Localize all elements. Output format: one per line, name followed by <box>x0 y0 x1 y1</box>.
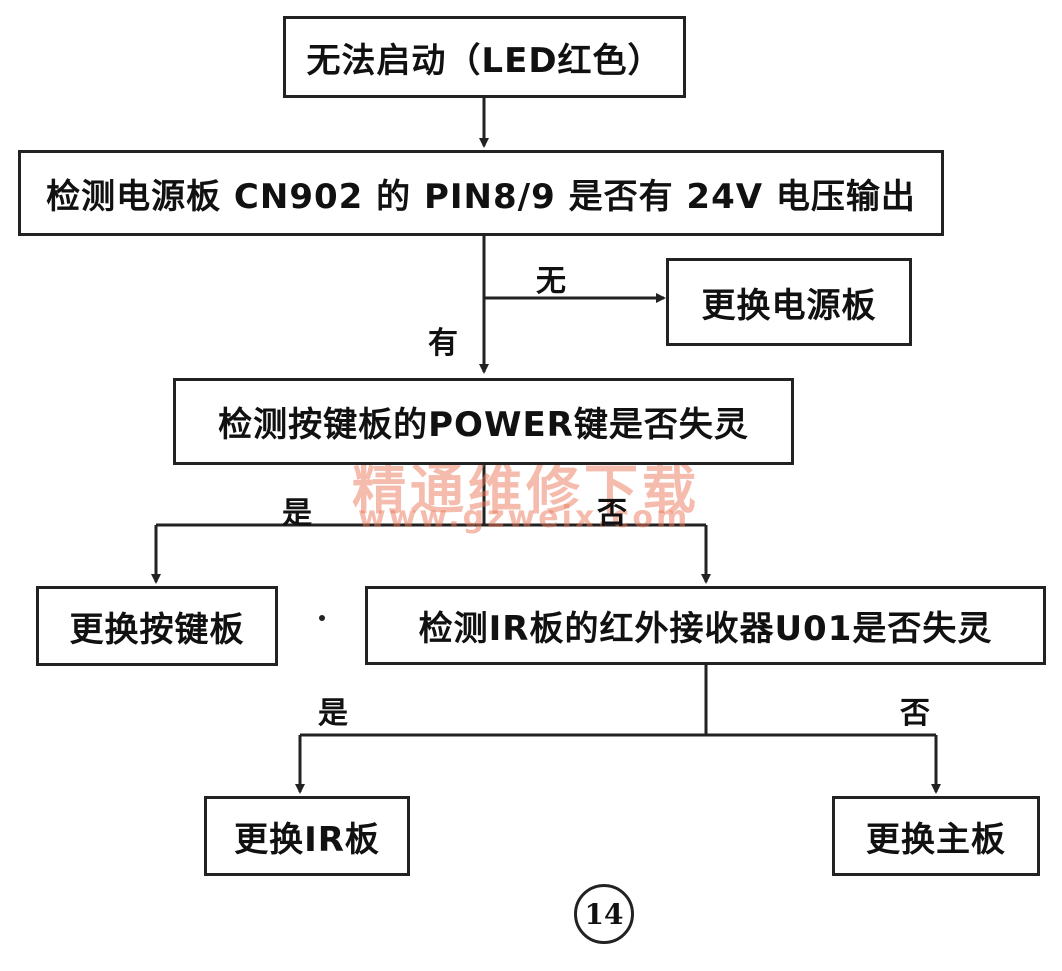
node-check-power-label: 检测电源板 CN902 的 PIN8/9 是否有 24V 电压输出 <box>46 176 916 217</box>
node-replace-power: 更换电源板 <box>666 258 912 346</box>
label-key-no: 否 <box>597 496 627 531</box>
node-check-key: 检测按键板的POWER键是否失灵 <box>173 378 794 465</box>
node-check-key-label: 检测按键板的POWER键是否失灵 <box>218 405 749 445</box>
figure-number: 14 <box>574 884 634 944</box>
label-ir-no: 否 <box>900 696 930 731</box>
figure-number-text: 14 <box>584 897 624 931</box>
label-ir-yes: 是 <box>318 696 348 731</box>
node-check-ir: 检测IR板的红外接收器U01是否失灵 <box>365 586 1046 665</box>
node-replace-ir-label: 更换IR板 <box>234 819 380 860</box>
node-replace-main: 更换主板 <box>832 796 1040 876</box>
label-power-yes: 有 <box>428 326 458 361</box>
node-replace-key: 更换按键板 <box>36 586 278 666</box>
node-replace-main-label: 更换主板 <box>866 819 1006 860</box>
label-power-no: 无 <box>536 264 566 299</box>
speck-dot <box>319 615 325 621</box>
node-check-power: 检测电源板 CN902 的 PIN8/9 是否有 24V 电压输出 <box>18 150 944 236</box>
node-replace-power-label: 更换电源板 <box>701 285 877 326</box>
node-replace-ir: 更换IR板 <box>204 796 410 876</box>
node-check-ir-label: 检测IR板的红外接收器U01是否失灵 <box>418 609 993 649</box>
node-start: 无法启动（LED红色） <box>283 16 686 98</box>
node-replace-key-label: 更换按键板 <box>69 609 245 650</box>
node-start-label: 无法启动（LED红色） <box>306 40 663 81</box>
label-key-yes: 是 <box>282 496 312 531</box>
